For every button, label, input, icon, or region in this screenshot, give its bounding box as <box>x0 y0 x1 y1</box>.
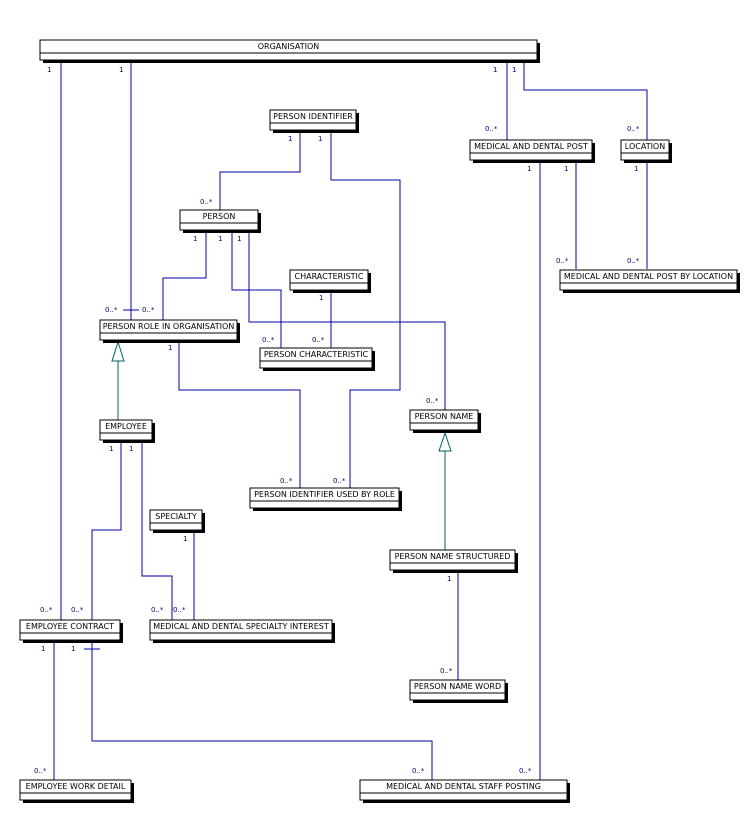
multiplicity-labels: 1 1 1 1 1 1 0..* 0..* 0..* 1 1 1 1 1 1 0… <box>34 66 640 775</box>
class-label: MEDICAL AND DENTAL SPECIALTY INTEREST <box>153 622 329 631</box>
multiplicity-label: 0..* <box>440 667 453 675</box>
multiplicity-label: 1 <box>183 535 187 543</box>
line-employee-specialty-interest <box>141 440 173 621</box>
class-label: EMPLOYEE WORK DETAIL <box>26 782 126 791</box>
class-label: PERSON IDENTIFIER <box>273 112 353 121</box>
class-employee[interactable]: EMPLOYEE <box>99 419 155 443</box>
class-person-role[interactable]: PERSON ROLE IN ORGANISATION <box>99 319 240 343</box>
multiplicity-label: 0..* <box>312 336 325 344</box>
multiplicity-label: 0..* <box>173 606 186 614</box>
line-person-characteristic-link <box>231 228 282 349</box>
class-label: LOCATION <box>625 142 665 151</box>
multiplicity-label: 1 <box>512 66 516 74</box>
multiplicity-label: 1 <box>564 165 568 173</box>
multiplicity-label: 1 <box>218 235 222 243</box>
triangle-person-name-generalization <box>438 431 452 452</box>
class-characteristic[interactable]: CHARACTERISTIC <box>289 269 371 293</box>
multiplicity-label: 0..* <box>556 257 569 265</box>
multiplicity-label: 0..* <box>627 125 640 133</box>
class-label: PERSON NAME WORD <box>414 682 501 691</box>
class-staff-posting[interactable]: MEDICAL AND DENTAL STAFF POSTING <box>359 779 570 803</box>
multiplicity-label: 1 <box>71 645 75 653</box>
association-lines <box>53 62 648 781</box>
multiplicity-label: 1 <box>109 445 113 453</box>
class-label: MEDICAL AND DENTAL STAFF POSTING <box>386 782 541 791</box>
class-specialty[interactable]: SPECIALTY <box>149 509 205 533</box>
class-organisation[interactable]: ORGANISATION <box>39 39 540 63</box>
class-employee-work-detail[interactable]: EMPLOYEE WORK DETAIL <box>19 779 134 803</box>
class-label: EMPLOYEE CONTRACT <box>26 622 114 631</box>
multiplicity-label: 0..* <box>485 125 498 133</box>
line-employee-employee-contract <box>91 440 122 621</box>
class-label: PERSON NAME <box>415 412 474 421</box>
multiplicity-label: 0..* <box>151 606 164 614</box>
class-label: MEDICAL AND DENTAL POST BY LOCATION <box>564 272 733 281</box>
multiplicity-label: 0..* <box>627 257 640 265</box>
multiplicity-label: 0..* <box>262 336 275 344</box>
multiplicity-label: 1 <box>493 66 497 74</box>
class-specialty-interest[interactable]: MEDICAL AND DENTAL SPECIALTY INTEREST <box>149 619 335 643</box>
class-label: PERSON IDENTIFIER USED BY ROLE <box>254 490 395 499</box>
class-employee-contract[interactable]: EMPLOYEE CONTRACT <box>19 619 123 643</box>
class-location[interactable]: LOCATION <box>620 139 672 163</box>
class-label: MEDICAL AND DENTAL POST <box>474 142 588 151</box>
class-label: CHARACTERISTIC <box>295 272 364 281</box>
class-person-identifier[interactable]: PERSON IDENTIFIER <box>269 109 359 133</box>
multiplicity-label: 1 <box>41 645 45 653</box>
class-person-name-structured[interactable]: PERSON NAME STRUCTURED <box>389 549 518 573</box>
multiplicity-label: 0..* <box>105 306 118 314</box>
multiplicity-label: 1 <box>193 235 197 243</box>
multiplicity-label: 1 <box>319 294 323 302</box>
multiplicity-label: 1 <box>634 165 638 173</box>
class-label: ORGANISATION <box>258 42 319 51</box>
multiplicity-label: 1 <box>129 445 133 453</box>
multiplicity-label: 1 <box>47 66 51 74</box>
class-medical-dental-post[interactable]: MEDICAL AND DENTAL POST <box>469 139 595 163</box>
class-identifier-used-by-role[interactable]: PERSON IDENTIFIER USED BY ROLE <box>249 487 402 511</box>
multiplicity-label: 0..* <box>333 477 346 485</box>
class-person-name[interactable]: PERSON NAME <box>409 409 481 433</box>
line-identifier-used-by-role <box>330 133 401 489</box>
line-person-person-name <box>248 228 446 411</box>
multiplicity-label: 0..* <box>71 606 84 614</box>
class-person-name-word[interactable]: PERSON NAME WORD <box>409 679 508 703</box>
multiplicity-label: 1 <box>119 66 123 74</box>
class-post-by-location[interactable]: MEDICAL AND DENTAL POST BY LOCATION <box>559 269 740 293</box>
class-person-characteristic[interactable]: PERSON CHARACTERISTIC <box>259 347 375 371</box>
generalization-lines <box>111 340 452 550</box>
triangle-person-role-generalization <box>111 340 125 362</box>
class-person[interactable]: PERSON <box>179 209 261 233</box>
line-organisation-location <box>523 62 648 141</box>
multiplicity-label: 0..* <box>426 397 439 405</box>
multiplicity-label: 1 <box>527 165 531 173</box>
multiplicity-label: 1 <box>447 575 451 583</box>
multiplicity-label: 0..* <box>200 198 213 206</box>
multiplicity-label: 1 <box>237 235 241 243</box>
multiplicity-label: 0..* <box>34 767 47 775</box>
line-identifier-person <box>219 133 301 210</box>
line-person-person-role <box>162 228 207 321</box>
class-label: PERSON NAME STRUCTURED <box>395 552 511 561</box>
class-label: PERSON ROLE IN ORGANISATION <box>103 322 235 331</box>
class-label: PERSON <box>203 212 236 221</box>
multiplicity-label: 1 <box>288 135 292 143</box>
multiplicity-label: 1 <box>168 344 172 352</box>
multiplicity-label: 0..* <box>280 477 293 485</box>
multiplicity-label: 0..* <box>412 767 425 775</box>
line-contract-staff-posting <box>91 640 433 781</box>
multiplicity-label: 0..* <box>40 606 53 614</box>
line-role-identifier-used <box>178 340 301 489</box>
multiplicity-label: 0..* <box>519 767 532 775</box>
class-label: PERSON CHARACTERISTIC <box>264 350 369 359</box>
multiplicity-label: 0..* <box>142 306 155 314</box>
multiplicity-label: 1 <box>318 135 322 143</box>
class-label: EMPLOYEE <box>105 422 147 431</box>
class-label: SPECIALTY <box>155 512 197 521</box>
